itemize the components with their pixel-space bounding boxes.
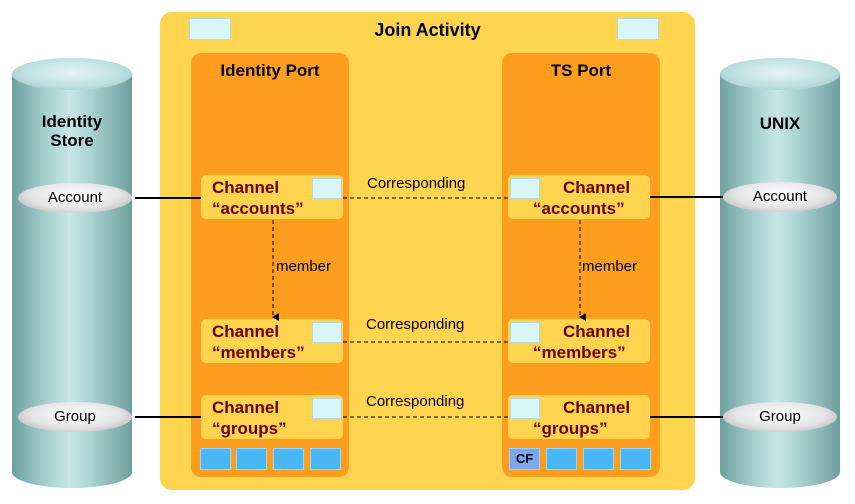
activity-right-box	[617, 18, 659, 40]
ts-channel-members: Channel “members”	[508, 319, 650, 363]
activity-left-box	[189, 18, 231, 40]
channel-line1: Channel	[212, 322, 280, 341]
unix-title: UNIX	[759, 114, 801, 133]
identity-port-title: Identity Port	[220, 61, 320, 80]
ts-channel-accounts: Channel “accounts”	[508, 175, 650, 219]
identity-store-title-line2: Store	[50, 131, 94, 150]
ts-port-box-1	[546, 448, 577, 470]
corresponding-label-groups: Corresponding	[366, 393, 465, 410]
ts-port-box-2	[583, 448, 614, 470]
identity-channel-accounts: Channel “accounts”	[201, 175, 343, 219]
channel-line2: “members”	[212, 343, 305, 362]
channel-line1: Channel	[563, 322, 631, 341]
channel-line1: Channel	[563, 178, 631, 197]
cylinder-bottom	[12, 456, 132, 488]
identity-channel-groups: Channel “groups”	[201, 395, 343, 439]
channel-line2: “accounts”	[533, 199, 625, 218]
corresponding-label-accounts: Corresponding	[367, 175, 466, 192]
channel-line1: Channel	[212, 178, 280, 197]
channel-box	[312, 178, 342, 199]
channel-box	[312, 398, 342, 419]
left-group-pill: Group	[18, 402, 132, 432]
left-account-pill: Account	[18, 183, 132, 213]
ts-port-title: TS Port	[550, 61, 612, 80]
channel-line1: Channel	[212, 398, 280, 417]
right-account-pill: Account	[723, 182, 837, 212]
channel-box	[312, 322, 342, 343]
cylinder-bottom	[720, 456, 840, 488]
corresponding-label-members: Corresponding	[366, 316, 465, 333]
channel-box	[510, 322, 540, 343]
channel-line2: “members”	[533, 343, 626, 362]
identity-channel-members: Channel “members”	[201, 319, 343, 363]
cylinder-top	[12, 58, 132, 90]
ts-channel-groups: Channel “groups”	[508, 395, 650, 439]
ts-port-box-3	[620, 448, 651, 470]
channel-line2: “accounts”	[212, 199, 304, 218]
channel-line1: Channel	[563, 398, 631, 417]
identity-port-box-3	[273, 448, 304, 470]
cylinder-top	[720, 58, 840, 90]
join-activity-title: Join Activity	[374, 20, 481, 40]
member-label-left: member	[276, 258, 332, 275]
channel-box	[510, 398, 540, 419]
channel-line2: “groups”	[212, 419, 287, 438]
member-label-right: member	[582, 258, 638, 275]
channel-line2: “groups”	[533, 419, 608, 438]
cf-box: CF	[509, 448, 540, 470]
identity-port-box-1	[200, 448, 231, 470]
identity-store-title-line1: Identity	[41, 112, 103, 131]
identity-port-box-4	[310, 448, 341, 470]
right-group-pill: Group	[723, 402, 837, 432]
identity-port-box-2	[236, 448, 267, 470]
channel-box	[510, 178, 540, 199]
